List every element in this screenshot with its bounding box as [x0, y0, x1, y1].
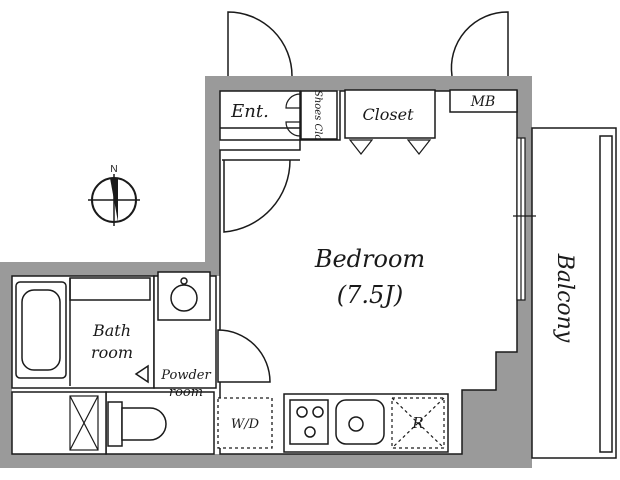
toilet-bowl: [121, 407, 167, 441]
wall-bottom: [0, 454, 532, 468]
compass-north-label: N: [110, 164, 117, 175]
balcony: [531, 127, 617, 459]
shoes-closet-doors[interactable]: [285, 93, 301, 137]
bath-label-line2: room: [91, 343, 133, 362]
utility-box: [69, 395, 99, 451]
utility-cross-b: [69, 395, 99, 451]
powder-label-line1: Powder: [160, 368, 211, 383]
closet-floor: [344, 89, 436, 139]
balcony-door[interactable]: [513, 137, 536, 301]
toilet-tank: [107, 401, 123, 447]
compass-needle-icon: [110, 178, 118, 222]
compass: N: [88, 164, 140, 226]
kitchen: [283, 393, 449, 453]
basin: [170, 284, 198, 312]
entrance-door[interactable]: [223, 159, 291, 233]
powder-label-line2: room: [169, 385, 203, 400]
washer-space: [217, 397, 273, 449]
meter-box-label: MB: [470, 94, 496, 110]
bedroom-label: Bedroom: [314, 245, 425, 273]
bath-door-marker: [134, 364, 149, 384]
front-door[interactable]: [227, 11, 293, 77]
wall-left-lower: [0, 262, 12, 468]
shoes-door-top: [285, 93, 301, 109]
bath-wall-panel: [69, 277, 151, 301]
fridge-cross-b: [391, 397, 445, 449]
bedroom-size-label: (7.5J): [337, 281, 404, 309]
entrance-label: Ent.: [230, 101, 269, 122]
faucet: [180, 277, 188, 285]
refrigerator-space: [391, 397, 445, 449]
sink-drain: [348, 416, 364, 432]
burner-2: [312, 406, 324, 418]
shoes-door-bottom: [285, 121, 301, 137]
entrance-floor: [219, 90, 301, 141]
burner-3: [304, 426, 316, 438]
balcony-rail: [599, 135, 613, 453]
bathtub-inner: [21, 289, 61, 371]
washer-label: W/D: [231, 417, 260, 432]
closet-label: Closet: [362, 105, 414, 124]
powder-sink: [157, 271, 211, 321]
wall-lower-right: [462, 350, 532, 468]
bath-fixtures: [15, 277, 151, 386]
balcony-outline: [531, 127, 617, 459]
wall-top: [205, 76, 532, 91]
balcony-label: Balcony: [552, 253, 577, 343]
closet-doors[interactable]: [348, 139, 432, 155]
fridge-box: [391, 397, 445, 449]
wall-left-upper: [205, 76, 220, 276]
doors: [217, 11, 509, 383]
burner-1: [296, 406, 308, 418]
mb-door[interactable]: [450, 11, 509, 77]
bath-label-line1: Bath: [92, 321, 131, 340]
toilet: [107, 401, 167, 447]
meter-box-floor: [449, 89, 518, 113]
refrigerator-label: R: [411, 414, 423, 432]
shoes-closet-label: Shoes Clo: [312, 90, 323, 140]
closet-door-left: [348, 139, 374, 155]
shoes-closet-floor: [300, 90, 338, 140]
powder-door[interactable]: [217, 329, 271, 383]
closet-door-right: [406, 139, 432, 155]
